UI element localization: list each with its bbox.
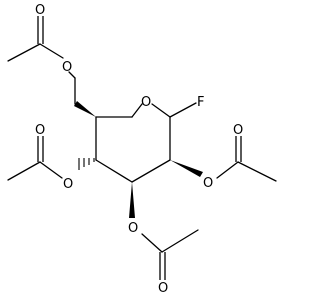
bond-acyl-methyl-c3: [161, 229, 199, 253]
bond-o-acyl-c6: [39, 43, 64, 59]
wedge-c5-c6: [74, 101, 96, 117]
atom-c3-ester-oxygen: O: [128, 221, 138, 236]
bond-o-acyl-c2: [216, 161, 239, 179]
bond-c3-c4: [95, 159, 133, 183]
atom-fluorine: F: [197, 95, 204, 110]
atom-c2-carbonyl-oxygen: O: [233, 123, 243, 138]
bond-c5-o5: [131, 103, 143, 118]
atom-ring-oxygen: O: [141, 95, 151, 110]
bond-o-acyl-c3: [141, 233, 163, 253]
atom-c6-carbonyl-oxygen: O: [35, 3, 45, 18]
atom-c4-carbonyl-oxygen: O: [35, 123, 45, 138]
atom-c6-ester-oxygen: O: [62, 60, 72, 75]
atom-c3-carbonyl-oxygen: O: [158, 281, 168, 296]
bond-c2-c3: [131, 159, 171, 183]
bond-o5-c1: [151, 103, 171, 118]
bond-c1-f: [169, 102, 197, 118]
bond-o-acyl-c4: [39, 161, 63, 179]
bond-acyl-methyl-c2: [237, 161, 277, 182]
hash-c4-o: [78, 158, 95, 170]
atom-c4-ester-oxygen: O: [63, 177, 73, 192]
molecule-drawing: O F O O O O O O O O: [7, 3, 277, 296]
bond-acyl-methyl-c4: [7, 161, 41, 181]
atom-c2-ester-oxygen: O: [203, 176, 213, 191]
bond-c6-o: [68, 71, 76, 79]
wedge-c2-o: [170, 160, 203, 177]
bond-acyl-methyl-c6: [7, 43, 41, 62]
wedge-c3-o: [129, 182, 135, 218]
structure-diagram: O F O O O O O O O O: [7, 3, 277, 296]
